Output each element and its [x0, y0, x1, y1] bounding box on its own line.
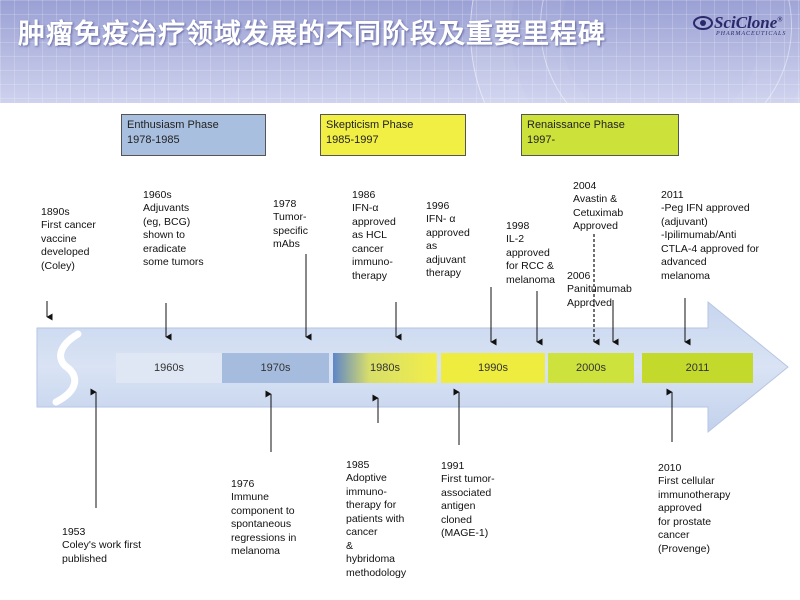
era-1970s: 1970s [222, 353, 329, 383]
phase-name: Skepticism Phase [326, 119, 414, 131]
era-1960s: 1960s [116, 353, 222, 383]
phase-name: Enthusiasm Phase [127, 119, 219, 131]
event-year: 2006 [567, 269, 591, 282]
phase-box-skepticism: Skepticism Phase 1985-1997 [320, 114, 466, 156]
event-text: First cellular immunotherapy approved fo… [658, 475, 731, 555]
event-text: Adoptive immuno- therapy for patients wi… [346, 472, 407, 579]
phase-box-renaissance: Renaissance Phase 1997- [521, 114, 679, 156]
phase-box-enthusiasm: Enthusiasm Phase 1978-1985 [121, 114, 266, 156]
event-year: 1985 [346, 458, 370, 471]
event-text: First tumor- associated antigen cloned (… [441, 473, 495, 539]
event-year: 2011 [661, 188, 684, 201]
event-2011-top: 2011-Peg IFN approved (adjuvant) -Ipilim… [661, 175, 759, 283]
logo-mark-icon [693, 16, 713, 30]
event-text: Tumor- specific mAbs [273, 211, 309, 250]
logo-subtitle: PHARMACEUTICALS [716, 31, 787, 37]
era-1980s: 1980s [333, 353, 437, 383]
logo-wordmark: SciClone® [714, 13, 783, 32]
event-year: 2004 [573, 179, 597, 192]
event-year: 1998 [506, 219, 530, 232]
event-year: 1986 [352, 188, 376, 201]
phase-years: 1997- [527, 134, 556, 146]
globe-decoration [470, 0, 800, 103]
event-year: 1953 [62, 525, 86, 538]
event-text: IFN- α approved as adjuvant therapy [426, 213, 470, 279]
era-2000s: 2000s [548, 353, 634, 383]
era-1990s: 1990s [441, 353, 545, 383]
event-text: Immune component to spontaneous regressi… [231, 491, 297, 557]
event-text: -Peg IFN approved (adjuvant) -Ipilimumab… [661, 202, 760, 282]
event-year: 1890s [41, 205, 70, 218]
event-text: Avastin & Cetuximab Approved [573, 193, 624, 232]
event-text: Adjuvants (eg, BCG) shown to eradicate s… [143, 202, 204, 268]
phase-years: 1985-1997 [326, 134, 379, 146]
event-year: 1960s [143, 188, 172, 201]
event-text: IL-2 approved for RCC & melanoma [506, 233, 556, 286]
era-2011: 2011 [642, 353, 753, 383]
sciclone-logo: SciClone® PHARMACEUTICALS [692, 13, 792, 43]
event-text: IFN-α approved as HCL cancer immuno- the… [352, 202, 396, 282]
s-curve-mark [52, 330, 82, 406]
phase-name: Renaissance Phase [527, 119, 625, 131]
slide-title: 肿瘤免疫治疗领域发展的不同阶段及重要里程碑 [18, 19, 606, 50]
event-text: Coley's work first published [62, 539, 142, 565]
event-year: 1991 [441, 459, 465, 472]
event-year: 1978 [273, 197, 297, 210]
header-banner: 肿瘤免疫治疗领域发展的不同阶段及重要里程碑 SciClone® PHARMACE… [0, 0, 800, 103]
phase-years: 1978-1985 [127, 134, 180, 146]
event-year: 2010 [658, 461, 682, 474]
event-text: Panitumumab Approved [567, 283, 632, 309]
event-text: First cancer vaccine developed (Coley) [41, 219, 96, 272]
event-year: 1996 [426, 199, 450, 212]
event-year: 1976 [231, 477, 255, 490]
